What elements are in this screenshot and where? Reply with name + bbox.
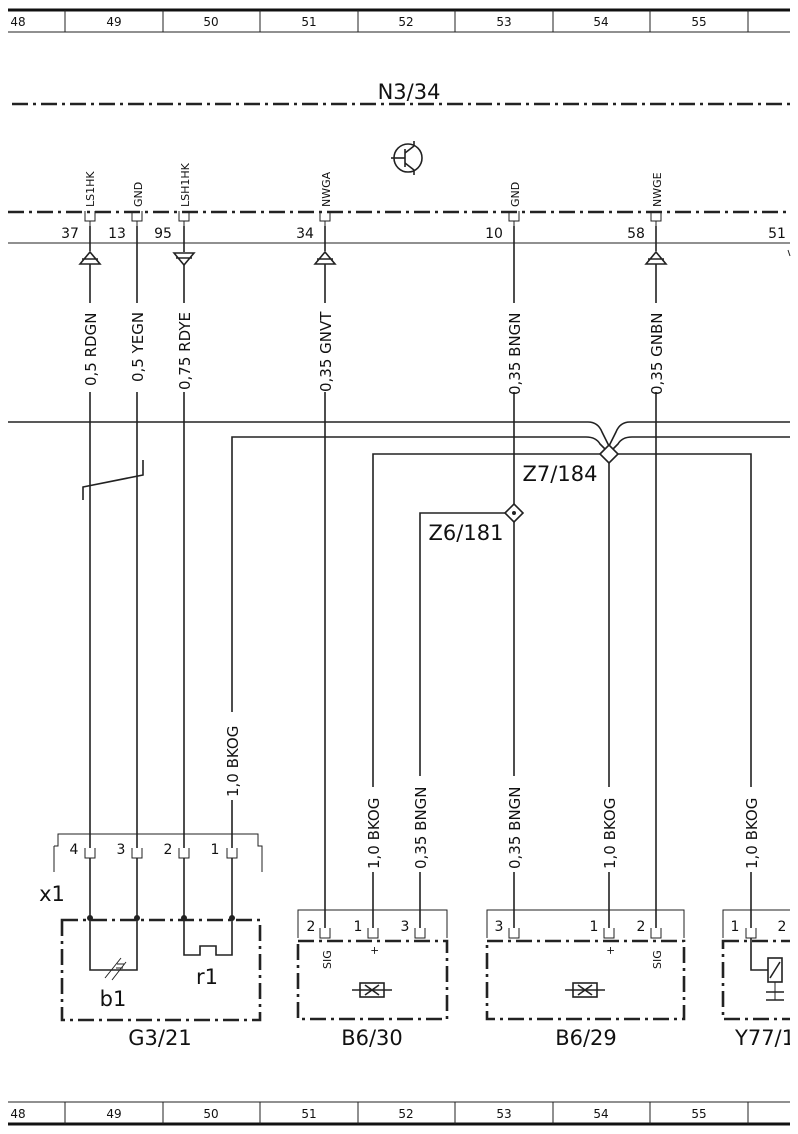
- signal-label: NWGA: [320, 171, 333, 207]
- pin-number: 3: [117, 842, 126, 858]
- output-arrow-icon: [644, 250, 668, 265]
- ruler-cell: 50: [203, 1107, 218, 1121]
- splice-label: Z6/181: [429, 521, 504, 545]
- ruler-cell: 51: [301, 15, 316, 29]
- connector-name: x1: [39, 882, 65, 906]
- wire-label: 0,35 GNBN: [648, 312, 666, 395]
- ruler-cell: 49: [106, 1107, 121, 1121]
- ruler-cell: 50: [203, 15, 218, 29]
- connector-x1: 4 3 2 1 x1: [39, 833, 263, 918]
- pin-number: 2: [637, 919, 646, 935]
- component-name: Y77/1: [734, 1026, 795, 1050]
- pin-number: 13: [108, 226, 126, 242]
- pin-number: 2: [778, 919, 787, 935]
- component-name: G3/21: [128, 1026, 191, 1050]
- pin-number: 1: [354, 919, 363, 935]
- component-g3-21: b1 r1 G3/21: [60, 915, 262, 1050]
- wire-label: 1,0 BKOG: [743, 798, 761, 869]
- ruler-cell: 48: [10, 1107, 25, 1121]
- signal-label: LS1HK: [84, 171, 97, 207]
- splice-icon: [503, 502, 525, 524]
- sensor-icon: [565, 982, 605, 998]
- wire-label: 1,0 BKOG: [601, 798, 619, 869]
- wire-label: 0,5 YEGN: [129, 312, 147, 382]
- pin-number: 2: [307, 919, 316, 935]
- ruler-cell: 55: [691, 1107, 706, 1121]
- output-arrow-icon: [313, 250, 337, 265]
- ruler-cell: 55: [691, 15, 706, 29]
- pin-terminals: [84, 211, 662, 226]
- pin-number: 2: [164, 842, 173, 858]
- pin-number: 10: [485, 226, 503, 242]
- ruler-cell: 52: [398, 1107, 413, 1121]
- wire-labels: 0,5 RDGN 0,5 YEGN 0,75 RDYE 0,35 GNVT 0,…: [82, 311, 761, 869]
- wire-label: 0,35 BNGN: [506, 312, 524, 395]
- sensor-icon: [352, 982, 392, 998]
- wire-label: 0,35 BNGN: [412, 786, 430, 869]
- signal-label: NWGE: [651, 172, 664, 207]
- component-name: B6/30: [341, 1026, 403, 1050]
- pin-number: 1: [211, 842, 220, 858]
- pin-number: 34: [296, 226, 314, 242]
- solenoid-valve-icon: [750, 938, 784, 1001]
- ruler-cell: 54: [593, 15, 608, 29]
- r1-label: r1: [196, 965, 218, 989]
- splice-label: Z7/184: [523, 462, 598, 486]
- module-name: N3/34: [378, 80, 441, 104]
- sig-label: SIG: [651, 950, 664, 969]
- ruler-cell: 48: [10, 15, 25, 29]
- ruler-cell: 53: [496, 15, 511, 29]
- wire-label: 0,75 RDYE: [176, 312, 194, 390]
- top-ruler: 48 49 50 51 52 53 54 55: [8, 8, 790, 33]
- ruler-cell: 54: [593, 1107, 608, 1121]
- ruler-cell: 51: [301, 1107, 316, 1121]
- wires: [8, 226, 790, 928]
- component-name: B6/29: [555, 1026, 617, 1050]
- pin-number: 1: [590, 919, 599, 935]
- bottom-ruler: 48 49 50 51 52 53 54 55: [8, 1101, 790, 1126]
- component-b6-29: 3 1 2 + SIG B6/29: [485, 909, 686, 1050]
- component-y77-1: 1 2 Y77/1: [721, 909, 795, 1050]
- pin-number: 95: [154, 226, 172, 242]
- transistor-icon: [391, 141, 423, 175]
- b1-label: b1: [100, 987, 127, 1011]
- wire-label: 0,5 RDGN: [82, 313, 100, 386]
- pin-number: 3: [401, 919, 410, 935]
- wire-label: 0,35 BNGN: [506, 786, 524, 869]
- pin-number: 4: [70, 842, 79, 858]
- component-b6-30: 2 1 3 SIG + B6/30: [296, 909, 449, 1050]
- signal-label: GND: [132, 182, 145, 207]
- plus-label: +: [604, 946, 617, 955]
- module-n3-34: N3/34 LS1HK GND LSH1HK NWGA GND NWGE: [8, 80, 791, 267]
- plus-label: +: [368, 946, 381, 955]
- pin-number: 1: [731, 919, 740, 935]
- signal-label: GND: [509, 182, 522, 207]
- sig-label: SIG: [321, 950, 334, 969]
- pin-number: 58: [627, 226, 645, 242]
- output-arrow-icon: [78, 250, 102, 265]
- signal-label: LSH1HK: [179, 162, 192, 207]
- twisted-pair-icon: [82, 460, 144, 500]
- input-arrow-icon: [172, 252, 196, 267]
- ruler-cell: 49: [106, 15, 121, 29]
- wire-label: 1,0 BKOG: [224, 726, 242, 797]
- sensor-icon: [104, 957, 127, 981]
- pin-number: 3: [495, 919, 504, 935]
- ruler-cell: 53: [496, 1107, 511, 1121]
- pin-number: 51: [768, 226, 786, 242]
- ruler-cell: 52: [398, 15, 413, 29]
- wire-label: 0,35 GNVT: [317, 311, 335, 392]
- pin-number: 37: [61, 226, 79, 242]
- wire-label: 1,0 BKOG: [365, 798, 383, 869]
